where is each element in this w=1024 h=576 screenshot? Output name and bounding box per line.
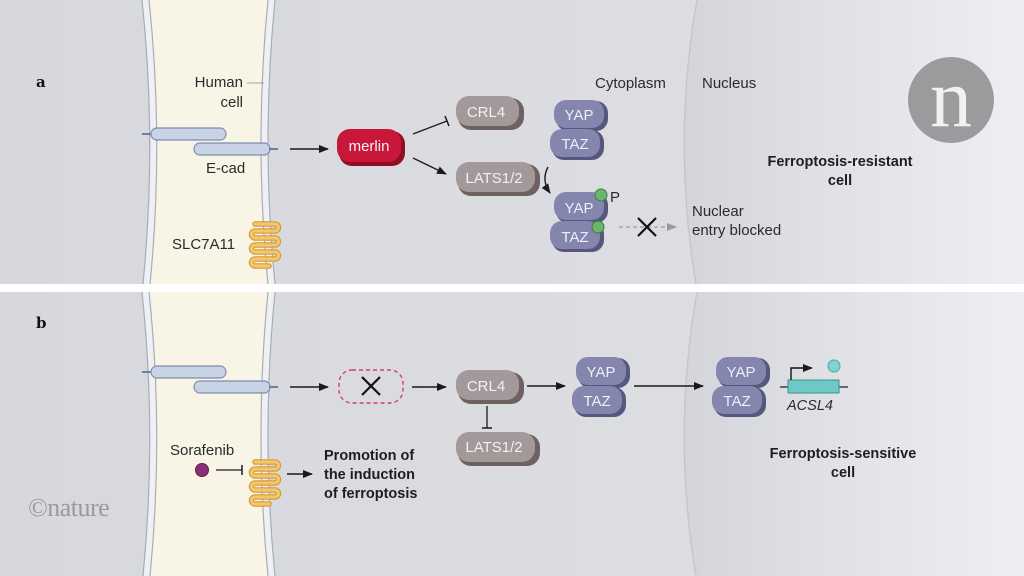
panel-a-letter: a bbox=[36, 73, 46, 91]
yap-taz-complex-cytoplasm bbox=[550, 100, 608, 160]
ecad-label: E-cad bbox=[206, 160, 245, 177]
merlin-protein bbox=[337, 129, 405, 166]
outcome-sensitive-line1: Ferroptosis-sensitive bbox=[770, 446, 917, 462]
phospho-label: P bbox=[610, 189, 620, 206]
merlin-label: merlin bbox=[349, 138, 390, 155]
crl4-protein bbox=[456, 96, 524, 130]
crl4-label: CRL4 bbox=[467, 104, 505, 121]
yap-label-b-cytoplasm: YAP bbox=[587, 364, 616, 381]
slc7a11-transporter-icon bbox=[248, 221, 282, 269]
missing-merlin-placeholder bbox=[338, 369, 404, 404]
e-cadherin bbox=[142, 127, 278, 156]
blocked-cross-icon bbox=[637, 217, 657, 237]
panel-b: b CRL4 LATS1/2 bbox=[0, 292, 1024, 576]
outcome-resistant-line1: Ferroptosis-resistant bbox=[767, 154, 912, 170]
promotion-line1: Promotion of bbox=[324, 448, 414, 464]
lats-protein bbox=[456, 162, 540, 196]
nuclear-envelope-b bbox=[683, 292, 698, 576]
taz-label-b-cytoplasm: TAZ bbox=[583, 393, 610, 410]
outcome-sensitive-line2: cell bbox=[831, 465, 855, 481]
sorafenib-molecule-icon bbox=[195, 463, 209, 477]
promotion-line2: the induction bbox=[324, 467, 415, 483]
yap-label-b-nucleus: YAP bbox=[727, 364, 756, 381]
nature-copyright-watermark: ©nature bbox=[28, 493, 109, 522]
cell-membrane-right-edge bbox=[267, 0, 276, 284]
missing-merlin-cross-icon bbox=[361, 376, 381, 396]
cell-membrane-right bbox=[262, 0, 275, 284]
cell-membrane-right-inner-b bbox=[260, 292, 269, 576]
human-cell-label-line2: cell bbox=[220, 94, 243, 111]
yap-label-phosphorylated: YAP bbox=[565, 200, 594, 217]
phosphorylation-arrow bbox=[541, 166, 551, 194]
cell-membrane-region-b bbox=[145, 292, 272, 576]
cell-membrane-right-inner bbox=[260, 0, 269, 284]
slc7a11-transporter-icon-b bbox=[248, 459, 282, 507]
nature-logo: n bbox=[908, 52, 994, 145]
taz-label-phosphorylated: TAZ bbox=[561, 229, 588, 246]
crl4-protein-b bbox=[456, 370, 524, 404]
inhibition-merlin-crl4 bbox=[412, 120, 448, 135]
outcome-resistant-line2: cell bbox=[828, 173, 852, 189]
human-cell-label-line1: Human bbox=[195, 74, 243, 91]
slc7a11-label: SLC7A11 bbox=[172, 236, 235, 253]
nuclear-entry-blocked-line1: Nuclear bbox=[692, 203, 744, 220]
sorafenib-label: Sorafenib bbox=[170, 442, 234, 459]
crl4-label-b: CRL4 bbox=[467, 378, 505, 395]
cell-membrane-left-edge bbox=[141, 0, 151, 284]
acsl4-gene-icon bbox=[780, 359, 848, 394]
nucleus-label: Nucleus bbox=[702, 75, 756, 92]
cytoplasm-label: Cytoplasm bbox=[595, 75, 666, 92]
phosphate-group-taz bbox=[591, 220, 605, 234]
nucleus-region-b bbox=[684, 292, 1024, 576]
lats-label-b: LATS1/2 bbox=[465, 439, 522, 456]
taz-label-cytoplasm: TAZ bbox=[561, 136, 588, 153]
taz-label-b-nucleus: TAZ bbox=[723, 393, 750, 410]
lats-label: LATS1/2 bbox=[465, 170, 522, 187]
e-cadherin-b bbox=[142, 365, 278, 394]
lats-protein-b bbox=[456, 432, 540, 466]
acsl4-label: ACSL4 bbox=[786, 398, 833, 414]
nuclear-entry-blocked-line2: entry blocked bbox=[692, 222, 781, 239]
nucleus-region bbox=[684, 0, 1024, 284]
promotion-line3: of ferroptosis bbox=[324, 486, 417, 502]
arrow-merlin-to-lats bbox=[412, 157, 447, 175]
cell-membrane-left bbox=[142, 0, 156, 284]
cell-membrane-region bbox=[145, 0, 272, 284]
nature-logo-letter: n bbox=[930, 52, 972, 145]
cell-membrane-right-edge-b bbox=[267, 292, 276, 576]
yap-label-cytoplasm: YAP bbox=[565, 107, 594, 124]
inhibition-bar bbox=[444, 115, 450, 127]
panel-a: a Human cell E-cad SLC7A11 merlin bbox=[0, 0, 1024, 284]
yap-taz-complex-b-nucleus bbox=[712, 357, 770, 417]
cell-membrane-left-b bbox=[142, 292, 156, 576]
yap-taz-complex-phosphorylated bbox=[550, 192, 608, 252]
nuclear-envelope bbox=[683, 0, 698, 284]
yap-taz-complex-b-cytoplasm bbox=[572, 357, 630, 417]
panel-separator bbox=[0, 284, 1024, 292]
phosphate-group-yap bbox=[594, 188, 608, 202]
panel-b-letter: b bbox=[36, 314, 47, 332]
cell-membrane-left-inner bbox=[148, 0, 158, 284]
cell-membrane-right-b bbox=[262, 292, 275, 576]
cell-membrane-left-edge-b bbox=[141, 292, 151, 576]
cell-membrane-left-inner-b bbox=[148, 292, 158, 576]
